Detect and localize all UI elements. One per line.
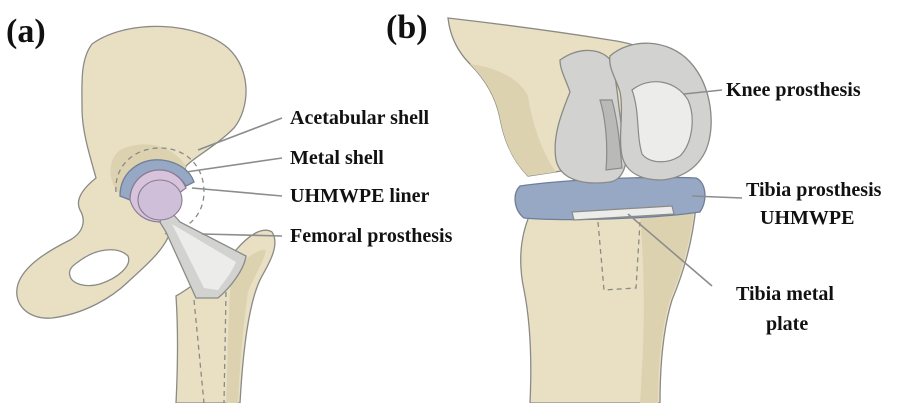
- femoral-head: [138, 180, 182, 220]
- panel-a-label: (a): [6, 13, 46, 50]
- callout-metal-shell: Metal shell: [290, 147, 384, 169]
- callout-tibia-prosthesis-line1: Tibia prosthesis: [746, 179, 882, 201]
- knee-tibia-shade: [640, 210, 694, 403]
- panel-b-label: (b): [386, 9, 428, 46]
- callout-tibia-prosthesis-line2: UHMWPE: [760, 207, 854, 229]
- panel-b-knee: [448, 18, 711, 403]
- callout-knee-prosthesis: Knee prosthesis: [726, 79, 861, 101]
- panel-a-hip: [17, 26, 275, 403]
- callout-acetabular-shell: Acetabular shell: [290, 107, 430, 129]
- callout-tibia-plate-line2: plate: [766, 313, 808, 335]
- callout-uhmwpe-liner: UHMWPE liner: [290, 185, 430, 207]
- knee-femoral-component-highlight: [632, 82, 692, 162]
- leader-metal-shell: [186, 158, 282, 172]
- callout-femoral-prosthesis: Femoral prosthesis: [290, 225, 453, 247]
- callout-tibia-plate-line1: Tibia metal: [736, 283, 834, 305]
- leader-uhmwpe-liner: [192, 188, 282, 196]
